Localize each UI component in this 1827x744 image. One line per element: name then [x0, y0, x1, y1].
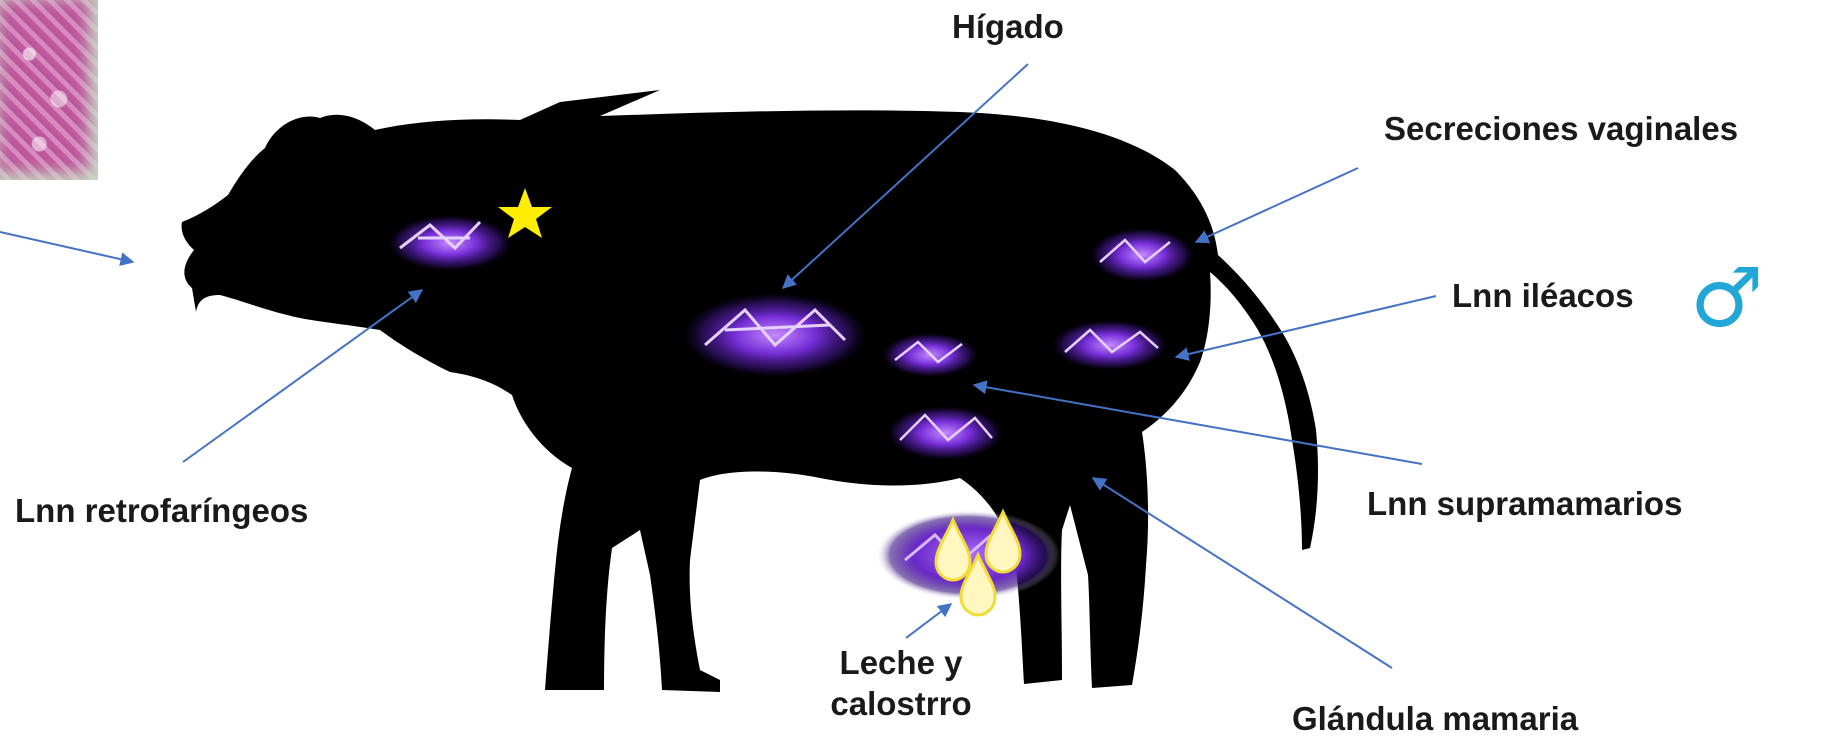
arrow-leche — [906, 604, 951, 638]
label-lnn-supramamarios: Lnn supramamarios — [1367, 483, 1682, 524]
bacteria-cluster-head — [388, 215, 512, 271]
label-secreciones-vaginales: Secreciones vaginales — [1384, 108, 1738, 149]
arrow-secreciones — [1196, 168, 1358, 242]
bacteria-cluster-liver — [683, 293, 867, 377]
bacteria-cluster-middle — [882, 333, 978, 377]
label-higado: Hígado — [952, 6, 1064, 47]
label-lnn-ileacos: Lnn iléacos — [1452, 275, 1634, 316]
male-icon: ♂ — [1690, 258, 1764, 340]
label-leche-calostro: Leche y calostrro — [826, 642, 976, 725]
label-leche-line1: Leche y — [826, 642, 976, 683]
arrow-ileacos — [1176, 296, 1436, 357]
buffalo-silhouette — [182, 90, 1318, 692]
bacteria-cluster-ileac — [1052, 320, 1168, 370]
bacteria-cluster-vaginal — [1090, 228, 1194, 282]
label-lnn-retrofaringeos: Lnn retrofaríngeos — [15, 490, 308, 531]
bacteria-cluster-belly — [887, 406, 1003, 460]
label-glandula-mamaria: Glándula mamaria — [1292, 698, 1578, 739]
label-leche-line2: calostrro — [826, 683, 976, 724]
arrow-micrograph — [0, 232, 133, 262]
